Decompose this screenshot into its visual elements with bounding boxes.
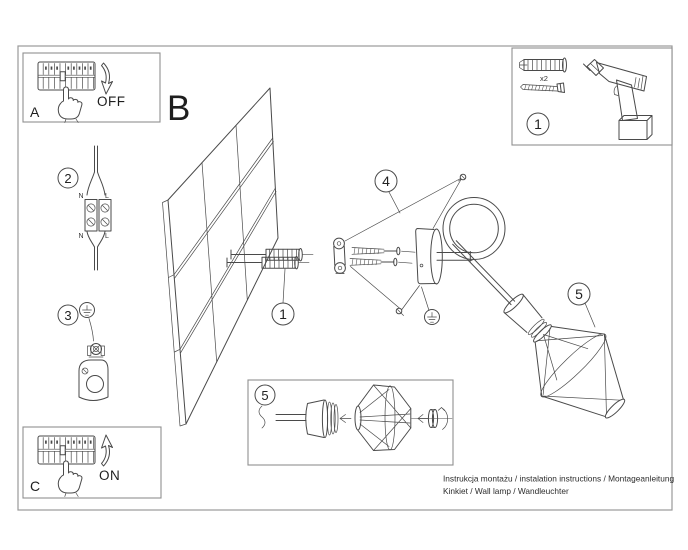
sheet-border [17, 45, 673, 511]
step-4-callout: 4 [344, 169, 467, 325]
cable-squiggle [258, 405, 266, 429]
step-5-box-number: 5 [261, 388, 268, 403]
drill-icon [583, 59, 653, 140]
cage-side-view [354, 384, 412, 451]
step-1-anchors: 1 [226, 248, 314, 326]
socket-side-view [305, 399, 339, 439]
cage-shade [534, 326, 626, 419]
panel-a-box [22, 52, 161, 123]
earth-terminal [87, 343, 105, 358]
step-3-earthing-diagram: 3 [57, 302, 109, 401]
step-5-callout: 5 [567, 282, 596, 328]
section-b-label: B [167, 89, 190, 128]
step-1-number: 1 [534, 116, 542, 132]
footer-line-2: Kinkiet / Wall lamp / Wandleuchter [443, 486, 569, 496]
arrow-up-icon [101, 434, 113, 467]
step-4-badge [374, 169, 398, 193]
step-5-badge [567, 282, 591, 306]
wire-n-top: N [78, 193, 83, 200]
mounting-bracket [333, 237, 346, 274]
mounting-plate [78, 359, 109, 401]
off-label: OFF [97, 94, 126, 109]
footer: Instrukcja montażu / instalation instruc… [443, 474, 674, 497]
bracket-screws [349, 246, 416, 267]
shade-assembly-frame [247, 379, 454, 466]
shade-assembly-box: 5 [247, 379, 454, 466]
step-5-box-badge [254, 384, 276, 406]
step-1-number-wall: 1 [279, 306, 287, 322]
ground-icon [79, 302, 95, 318]
tools-box: x2 1 [511, 47, 673, 146]
step-3-number: 3 [64, 308, 71, 323]
step-2-badge [57, 167, 79, 189]
screw-and-plug-top [230, 248, 314, 262]
panel-a-power-off: A OFF [22, 52, 161, 124]
wire-n-bottom: N [78, 233, 83, 240]
panel-c-box [22, 426, 162, 499]
panel-a-label: A [30, 104, 40, 120]
footer-line-1: Instrukcja montażu / instalation instruc… [443, 474, 674, 484]
lamp-arm [436, 197, 506, 262]
dowel-quantity: x2 [540, 74, 548, 83]
step-1-badge [526, 112, 550, 136]
step-2-wiring-diagram: 2 N L N L [57, 145, 112, 271]
wire-l-top: L [105, 193, 109, 200]
step-4-number: 4 [382, 173, 390, 189]
ground-icon [424, 309, 440, 325]
wall-illustration [162, 87, 279, 427]
fixing-screw-top-icon [459, 173, 467, 181]
on-label: ON [99, 468, 120, 483]
screw-and-plug-bottom [226, 256, 310, 270]
tools-box-frame [511, 47, 673, 146]
screw-icon [520, 82, 565, 93]
terminal-screws [86, 203, 110, 227]
arrow-down-icon [101, 62, 113, 95]
lamp-head [452, 240, 626, 419]
step-1-wall-badge [271, 302, 295, 326]
assembly-arrow-left-1 [339, 414, 352, 423]
panel-c-power-on: C ON [22, 426, 162, 499]
lamp-canopy [415, 228, 443, 285]
wall-plug-icon [519, 57, 567, 73]
panel-c-label: C [30, 478, 40, 494]
step-5-number: 5 [575, 286, 583, 302]
step-2-number: 2 [64, 171, 71, 186]
wire-l-bottom: L [105, 233, 109, 240]
step-3-badge [57, 304, 79, 326]
